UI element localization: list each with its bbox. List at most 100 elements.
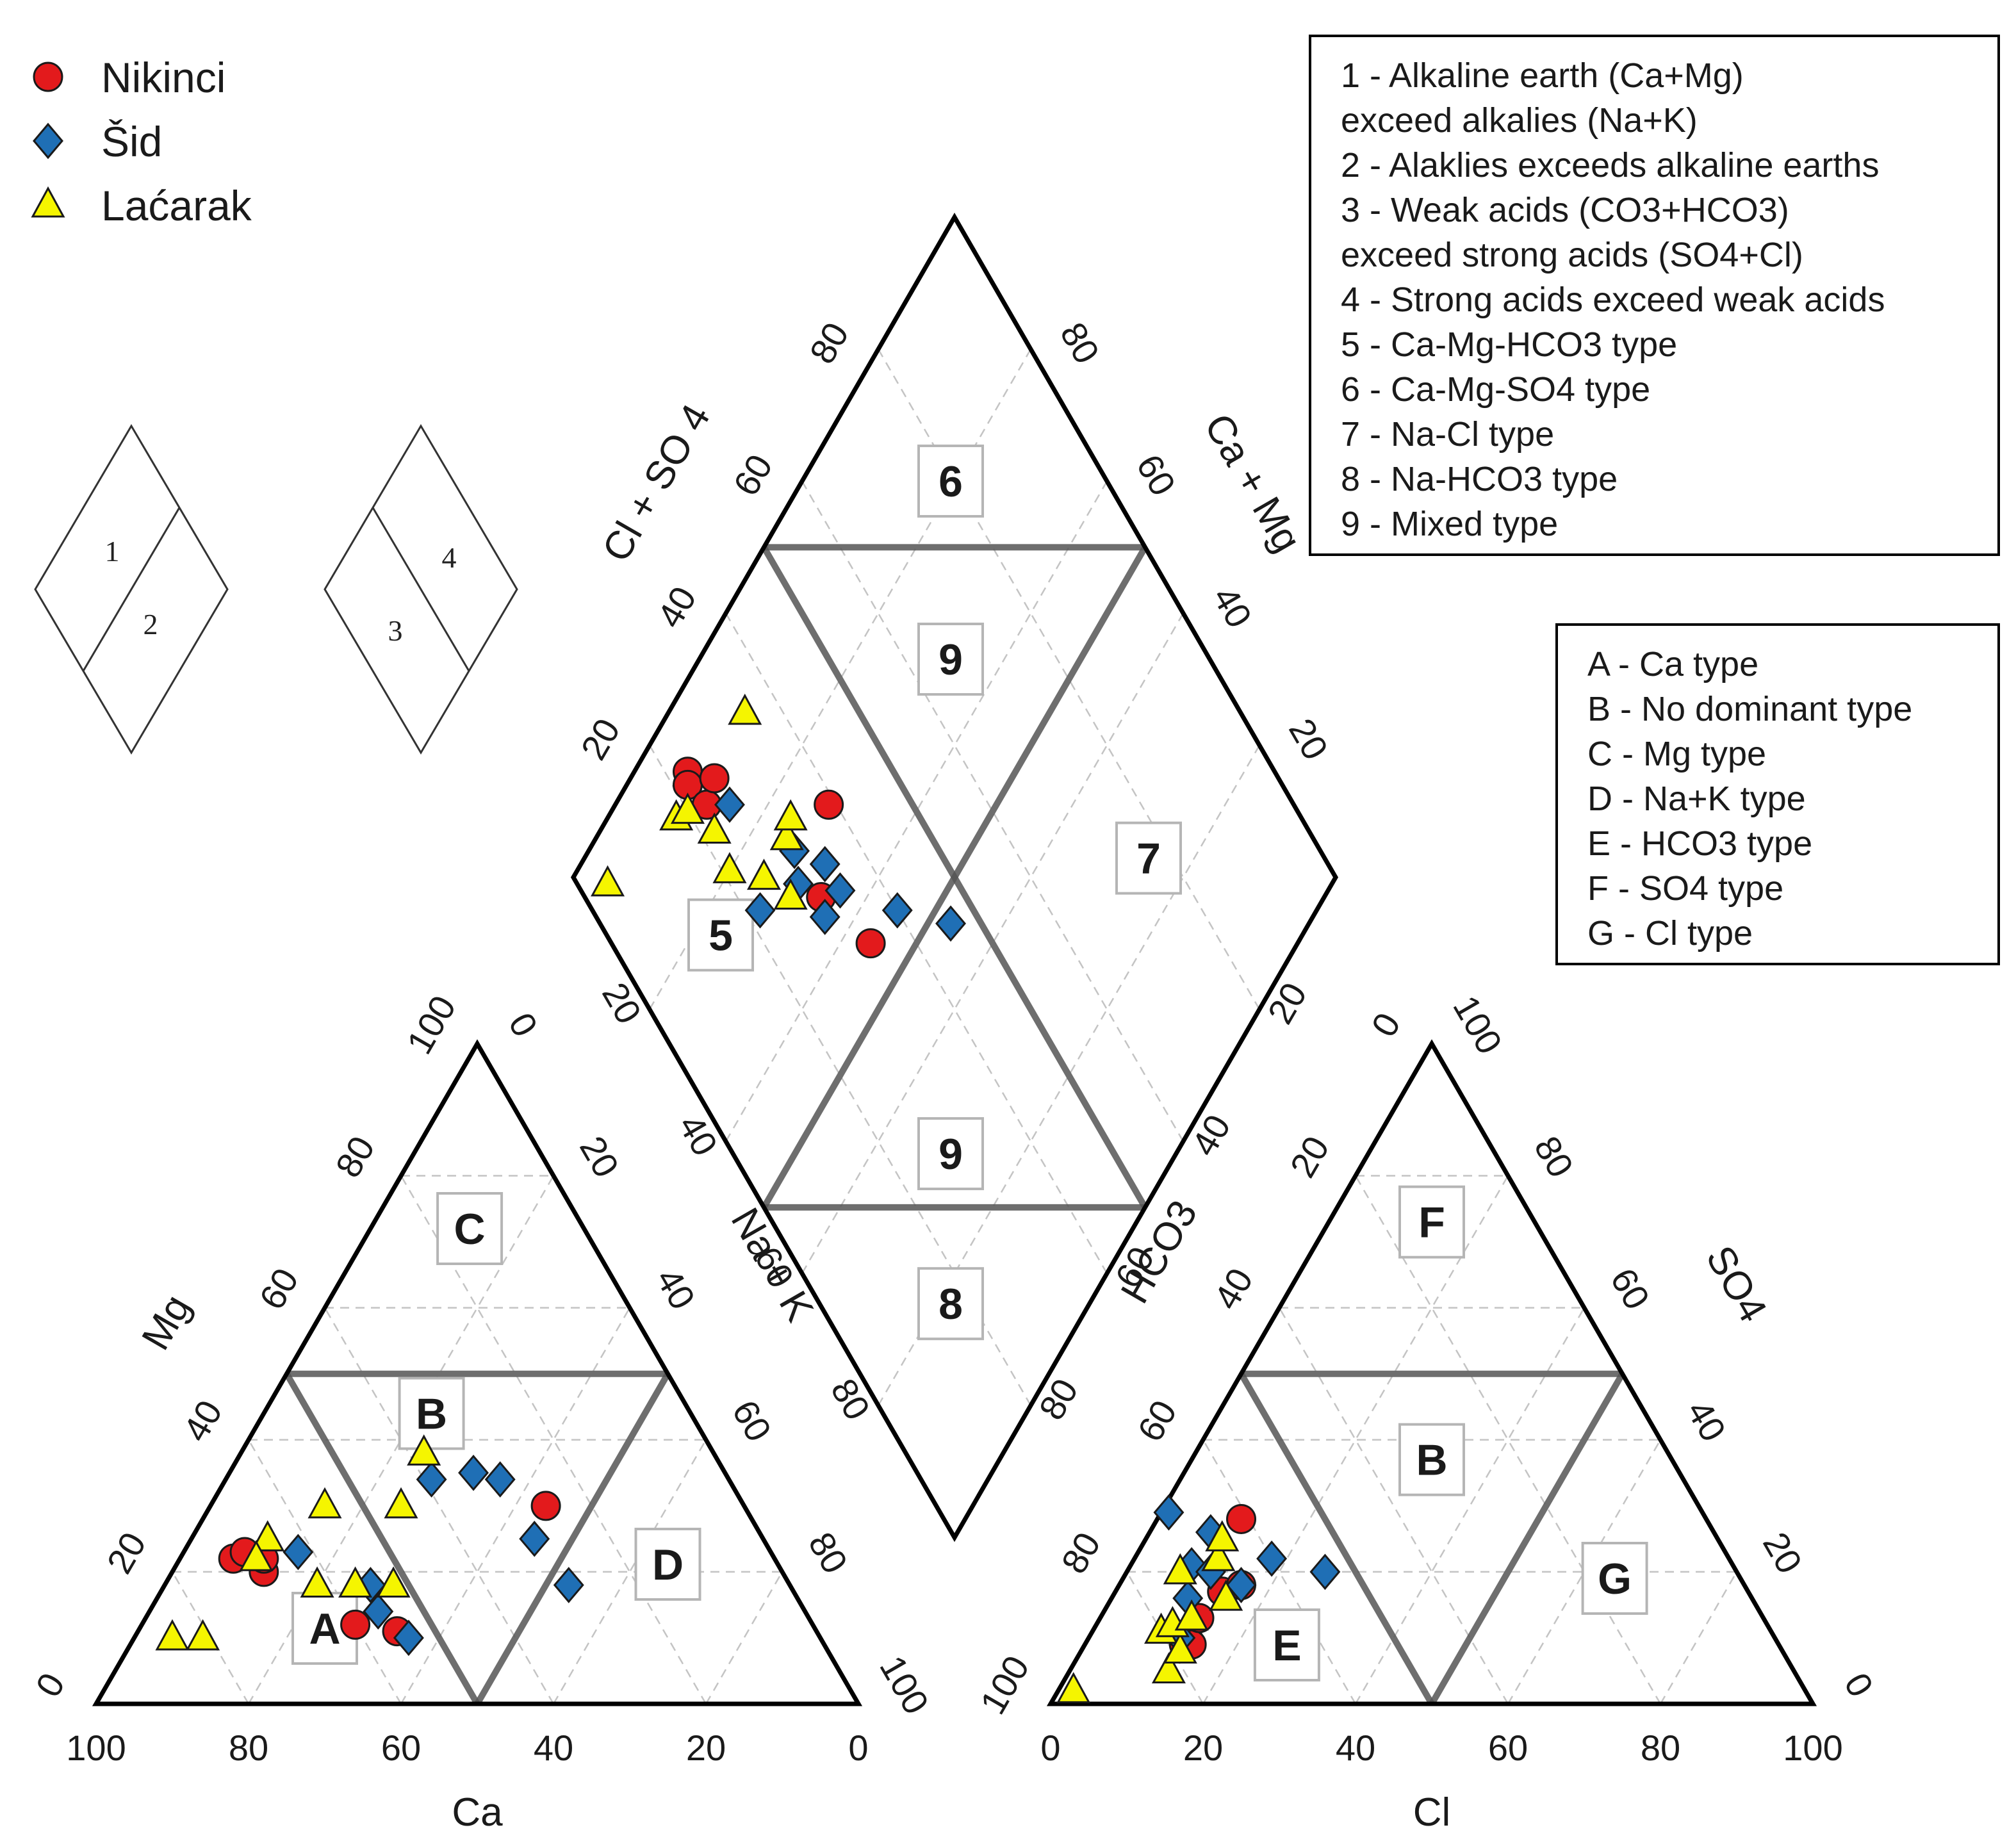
legend-marker	[33, 122, 63, 159]
anion-bottom-tick: 40	[1336, 1728, 1375, 1768]
inset-label-2: 2	[143, 608, 158, 641]
diamond-upper-right-axis-label: Ca + Mg	[1195, 407, 1309, 560]
diamond-upper-right-tick: 60	[1129, 448, 1184, 502]
point-diamond-cation	[553, 1567, 584, 1603]
note-line: 6 - Ca-Mg-SO4 type	[1341, 370, 1650, 409]
point-triangle-cation	[186, 1619, 220, 1651]
anion-right-tick: 100	[1445, 988, 1510, 1060]
point-triangle-anion	[1056, 1672, 1091, 1703]
point-diamond-diamond	[744, 892, 776, 929]
point-circle-diamond	[814, 789, 844, 820]
point-circle-diamond	[855, 928, 886, 959]
point-diamond-diamond	[824, 872, 856, 909]
anion-zone-f-text: F	[1418, 1198, 1445, 1247]
point-diamond-anion	[1256, 1540, 1288, 1577]
cation-zone-b-text: B	[416, 1390, 447, 1439]
point-triangle-diamond	[670, 792, 705, 824]
point-diamond-anion	[1225, 1567, 1257, 1603]
anion-right-tick: 20	[1755, 1525, 1810, 1580]
diamond-zone-5: 5	[687, 898, 754, 972]
point-triangle-anion	[1205, 1520, 1240, 1551]
diamond-upper-right-tick: 40	[1205, 580, 1260, 634]
anion-right-axis-label: SO4	[1697, 1238, 1775, 1329]
legend-item: Nikinci	[33, 54, 225, 101]
point-triangle-cation	[338, 1566, 373, 1598]
diamond-upper-left-tick: 60	[725, 448, 780, 502]
note-line: G - Cl type	[1587, 914, 1753, 953]
note-line: 3 - Weak acids (CO3+HCO3)	[1341, 191, 1789, 229]
cation-right-tick: 100	[872, 1649, 937, 1721]
point-triangle-anion	[1151, 1652, 1186, 1683]
cation-zone-a: A	[291, 1592, 358, 1665]
point-triangle-diamond	[728, 693, 762, 725]
note-line: exceed alkalies (Na+K)	[1341, 101, 1698, 140]
point-triangle-anion	[1174, 1599, 1209, 1631]
anion-bottom-tick: 60	[1488, 1728, 1528, 1768]
diamond-lower-right-tick: 80	[1031, 1372, 1086, 1427]
water-type-notes: 1 - Alkaline earth (Ca+Mg)exceed alkalie…	[1309, 35, 2000, 556]
note-line: C - Mg type	[1587, 735, 1766, 773]
anion-right-tick: 80	[1527, 1129, 1582, 1184]
point-triangle-diamond	[746, 858, 782, 890]
point-circle-cation	[340, 1609, 371, 1640]
inset-label-1: 1	[105, 535, 120, 568]
diamond-upper-right-tick: 80	[1053, 316, 1108, 370]
note-line: A - Ca type	[1587, 645, 1758, 683]
anion-zone-g: G	[1581, 1542, 1648, 1615]
note-line: 4 - Strong acids exceed weak acids	[1341, 281, 1885, 319]
point-diamond-cation	[519, 1521, 550, 1557]
inset-label-4: 4	[442, 541, 457, 574]
cation-left-tick: 20	[99, 1525, 154, 1580]
legend-item: Šid	[33, 118, 162, 165]
diamond-upper-left-tick: 80	[801, 316, 856, 370]
point-triangle-cation	[384, 1487, 418, 1519]
diamond-zone-6-text: 6	[938, 457, 963, 506]
anion-left-tick: 20	[1282, 1129, 1337, 1184]
cation-zone-b: B	[398, 1377, 465, 1450]
cation-zone-d-text: D	[652, 1541, 684, 1589]
point-diamond-anion	[1309, 1553, 1341, 1590]
anion-left-tick: 60	[1129, 1393, 1184, 1448]
cation-left-tick: 40	[175, 1393, 230, 1448]
point-circle-anion	[1226, 1503, 1256, 1534]
diamond-zone-8: 8	[917, 1267, 984, 1341]
diamond-upper-right-tick: 20	[1281, 712, 1336, 766]
point-triangle-cation	[300, 1566, 334, 1598]
data-points	[155, 693, 1341, 1703]
point-diamond-cation	[458, 1454, 489, 1491]
cation-bottom-tick: 0	[848, 1728, 868, 1768]
cation-zone-a-text: A	[309, 1605, 340, 1653]
note-line: 9 - Mixed type	[1341, 505, 1558, 543]
diamond-zone-7-text: 7	[1136, 835, 1161, 883]
point-triangle-cation	[376, 1566, 411, 1598]
anion-bottom-axis-label: Cl	[1413, 1790, 1451, 1835]
point-triangle-cation	[407, 1434, 441, 1466]
inset-diamond-cation: 12	[34, 424, 229, 755]
diamond-zone-8-text: 8	[938, 1280, 963, 1329]
cation-right-tick: 80	[801, 1525, 856, 1580]
anion-zone-b-text: B	[1416, 1436, 1447, 1485]
cation-zone-c-text: C	[454, 1205, 486, 1254]
notes-boxes: 1 - Alkaline earth (Ca+Mg)exceed alkalie…	[1309, 35, 2000, 965]
note-line: F - SO4 type	[1587, 869, 1783, 908]
anion-left-tick: 0	[1363, 1006, 1408, 1043]
legend-label: Nikinci	[101, 54, 225, 101]
anion-zone-b: B	[1398, 1423, 1465, 1496]
cation-zone-c: C	[436, 1191, 504, 1265]
cation-right-tick: 0	[501, 1006, 546, 1043]
point-triangle-anion	[1209, 1579, 1243, 1611]
diamond-upper-left-axis-label: Cl + SO 4	[594, 397, 719, 569]
point-diamond-cation	[416, 1461, 447, 1498]
point-diamond-diamond	[881, 892, 913, 929]
anion-bottom-tick: 20	[1183, 1728, 1223, 1768]
cation-bottom-tick: 60	[381, 1728, 421, 1768]
legend-label: Laćarak	[101, 182, 252, 229]
plot-frames	[92, 213, 1817, 1706]
diamond-zone-5-text: 5	[709, 912, 733, 960]
cation-bottom-tick: 100	[66, 1728, 126, 1768]
legend-label: Šid	[101, 118, 162, 165]
